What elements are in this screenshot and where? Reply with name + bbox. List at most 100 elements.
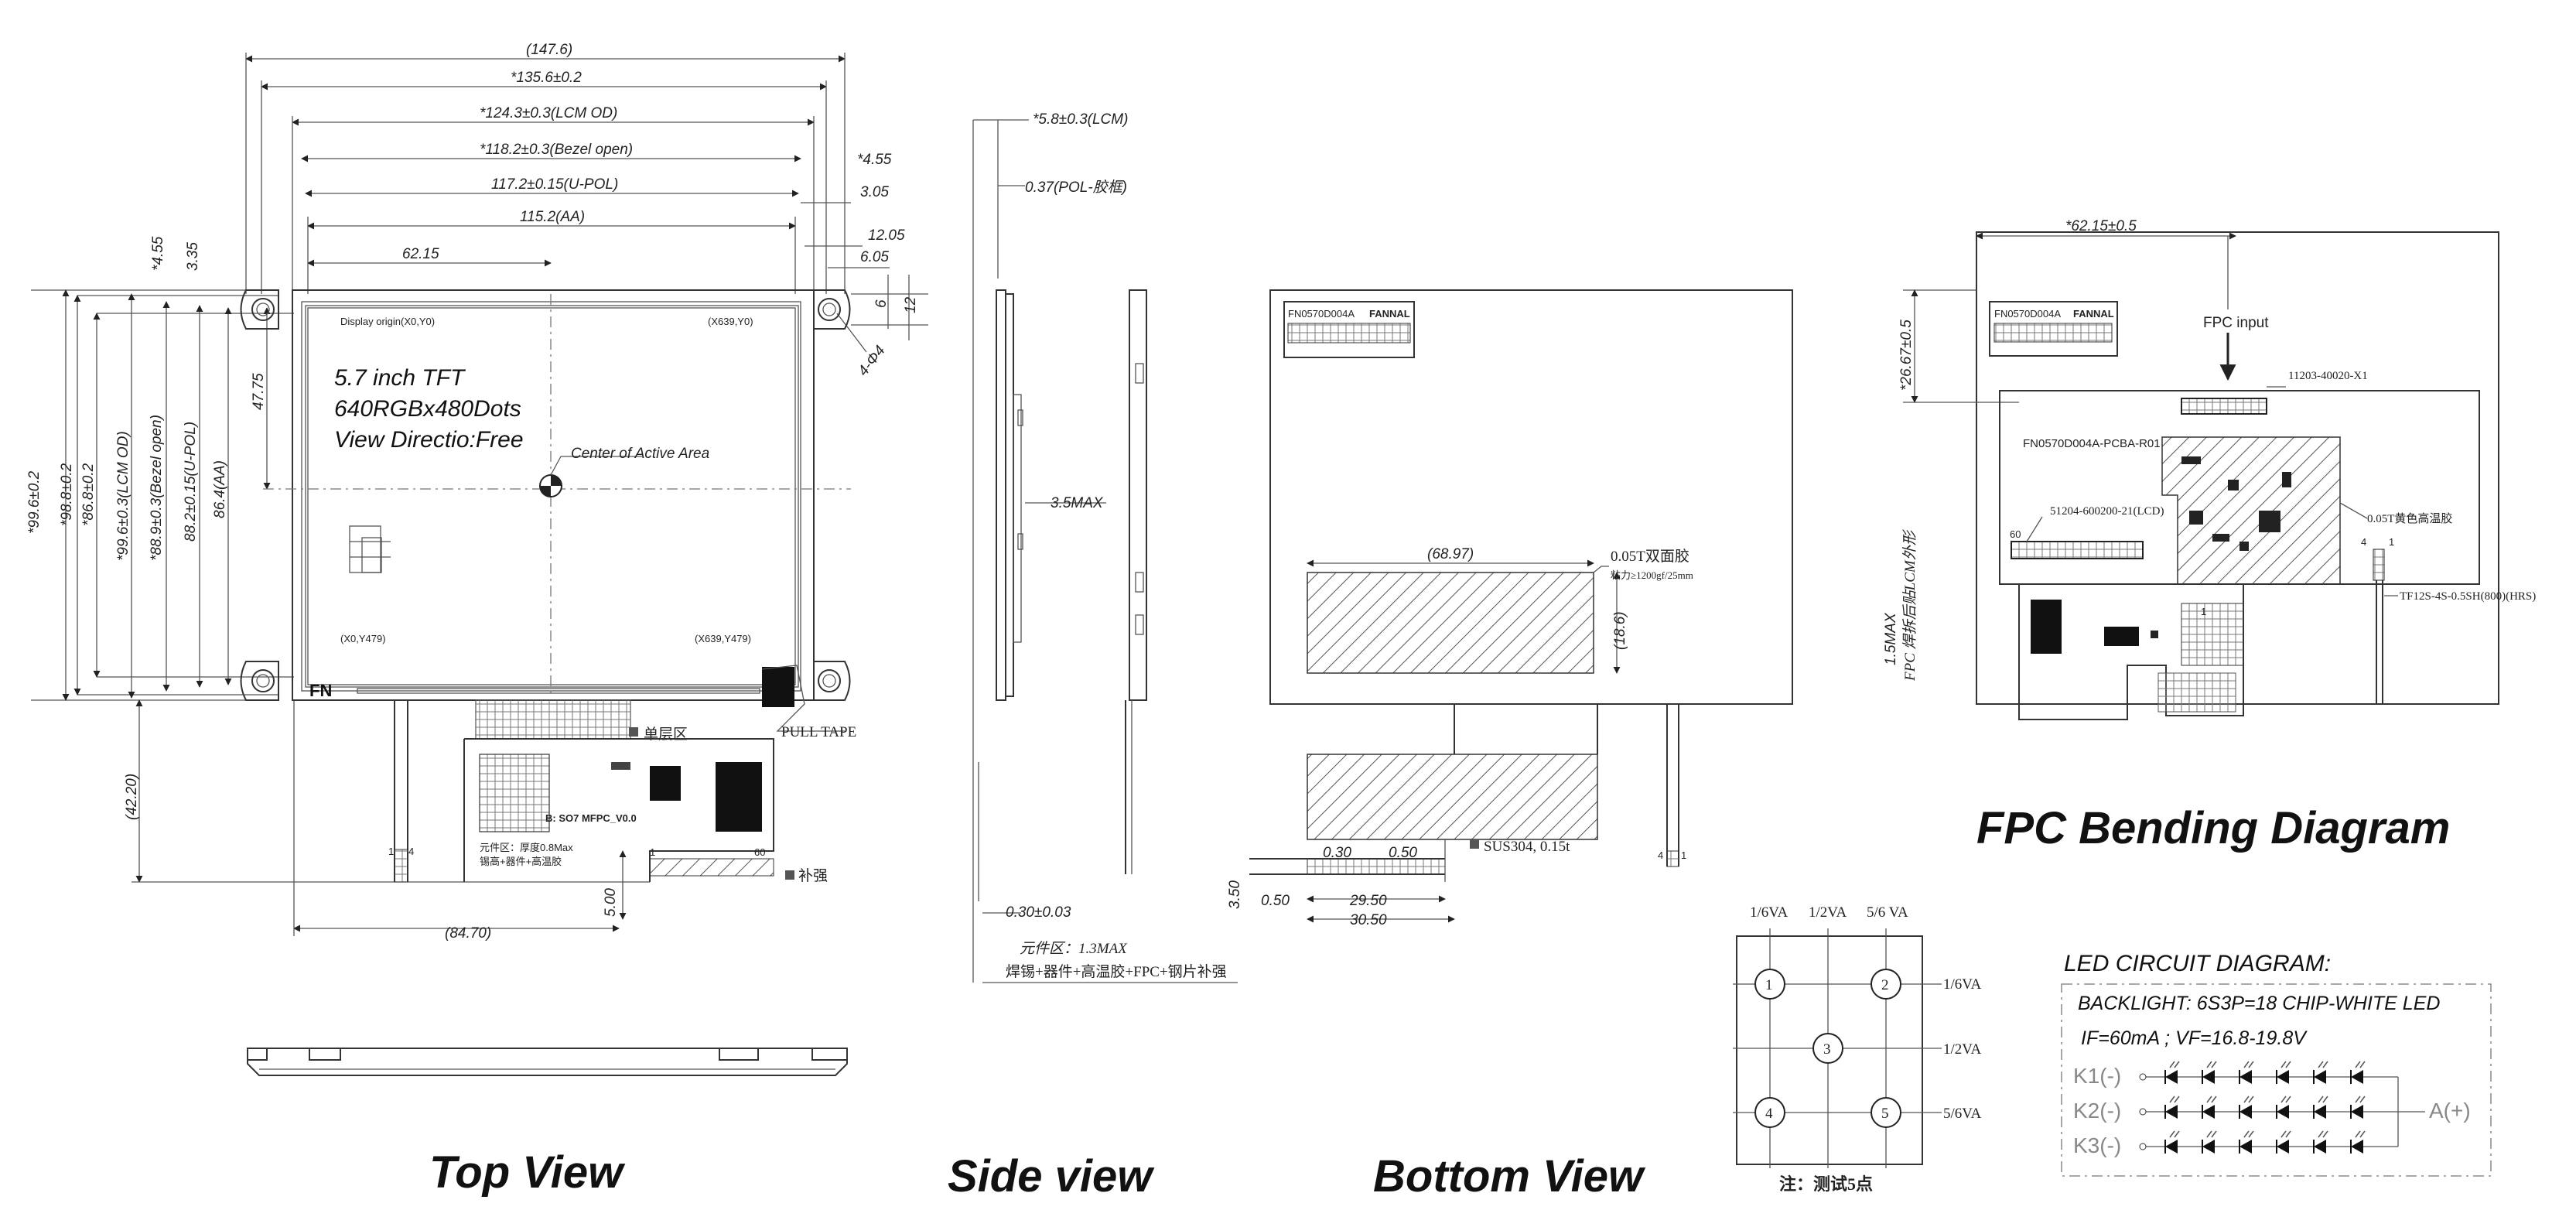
led-circuit-title: LED CIRCUIT DIAGRAM: xyxy=(2064,951,2331,976)
dim-l-4-55: *4.55 xyxy=(150,236,166,271)
dim-62-15: 62.15 xyxy=(402,246,439,262)
spec-resolution: 640RGBx480Dots xyxy=(334,396,521,422)
bottom-label-brand: FANNAL xyxy=(1369,308,1410,320)
display-origin-label: Display origin(X0,Y0) xyxy=(340,316,435,327)
test-points-note: 注：测试5点 xyxy=(1779,1174,1873,1194)
spec-size: 5.7 inch TFT xyxy=(334,365,466,391)
bottom-dim-29-50: 29.50 xyxy=(1349,893,1387,909)
fpc-tape-note: 0.05T黄色高温胶 xyxy=(2367,512,2452,525)
top-fpc-pin-1: 1 xyxy=(388,846,394,857)
fpc-dim-26-67: *26.67±0.5 xyxy=(1898,320,1915,391)
top-view-horizontal-dimensions: (147.6) *135.6±0.2 *124.3±0.3(LCM OD) *1… xyxy=(245,42,846,294)
dim-117-2: 117.2±0.15(U-POL) xyxy=(491,176,618,193)
fpc-connector-3: TF12S-4S-0.5SH(800)(HRS) xyxy=(2400,590,2536,603)
fpc-pin-4: 4 xyxy=(2361,536,2366,548)
bottom-label-model: FN0570D004A xyxy=(1288,308,1355,320)
fpc-bending-view: *62.15±0.5 *26.67±0.5 FN0570D004A FANNAL… xyxy=(1883,218,2536,853)
led-diode xyxy=(2202,1140,2215,1154)
dim-42-20: (42.20) xyxy=(124,774,140,820)
led-diode xyxy=(2165,1105,2178,1119)
bottom-dim-30-50: 30.50 xyxy=(1350,912,1387,928)
test-top-1-6: 1/6VA xyxy=(1750,904,1789,921)
bottom-dim-0-50b: 0.50 xyxy=(1261,893,1290,909)
test-top-5-6: 5/6 VA xyxy=(1867,904,1908,921)
fpc-pcba-label: FN0570D004A-PCBA-R01 xyxy=(2023,437,2161,450)
side-dim-0-30: 0.30±0.03 xyxy=(1006,904,1071,921)
dim-l-3-35: 3.35 xyxy=(185,242,201,271)
dim-118-2: *118.2±0.3(Bezel open) xyxy=(480,142,633,158)
top-fpc-pin-60: 60 xyxy=(754,846,765,858)
component-note-2: 锡高+器件+高温胶 xyxy=(480,856,562,867)
dim-84-70: (84.70) xyxy=(445,925,491,942)
test-right-1-6: 1/6VA xyxy=(1943,976,1982,993)
led-diode xyxy=(2351,1105,2363,1119)
test-right-5-6: 5/6VA xyxy=(1943,1106,1982,1122)
dim-147-6: (147.6) xyxy=(526,42,572,58)
side-dim-0-37: 0.37(POL-胶框) xyxy=(1025,179,1127,196)
sus-stiffener xyxy=(1307,754,1598,840)
top-view-right-dimensions: *4.55 3.05 12.05 6.05 6 12 4-Φ4 xyxy=(801,152,928,379)
fpc-dim-1-5: 1.5MAX xyxy=(1883,612,1899,665)
side-dim-5-8: *5.8±0.3(LCM) xyxy=(1033,111,1128,128)
led-diode xyxy=(2165,1140,2178,1154)
led-backlight-spec: BACKLIGHT: 6S3P=18 CHIP-WHITE LED xyxy=(2078,993,2440,1014)
dim-115-2: 115.2(AA) xyxy=(520,209,585,225)
bottom-dim-18-6: (18.6) xyxy=(1612,611,1628,650)
bottom-dim-0-30: 0.30 xyxy=(1323,845,1351,861)
corner-br-label: (X639,Y479) xyxy=(695,633,751,644)
side-view: *5.8±0.3(LCM) 0.37(POL-胶框) 3.5MAX 0.30±0… xyxy=(948,111,1238,1201)
dim-88-2: 88.2±0.15(U-POL) xyxy=(183,422,199,542)
bottom-view: FN0570D004A FANNAL (68.97) (18.6) 0.05T双… xyxy=(1227,289,1793,1201)
led-diode xyxy=(2239,1140,2252,1154)
dim-99-6: *99.6±0.2 xyxy=(26,470,43,534)
double-sided-tape xyxy=(1307,572,1594,674)
lcm-body: Center of Active Area Display origin(X0,… xyxy=(240,289,856,740)
dim-99-6-lcm: *99.6±0.3(LCM OD) xyxy=(115,431,132,561)
tape-note-1: 0.05T双面胶 xyxy=(1611,548,1689,565)
fn-logo: FN xyxy=(309,681,332,700)
top-fpc-pin-1b: 1 xyxy=(650,846,655,858)
dim-r-3-05: 3.05 xyxy=(860,184,889,200)
stiffener-label: 补强 xyxy=(798,867,828,884)
bottom-fpc-pin-1: 1 xyxy=(1681,849,1686,861)
fpc-label-model: FN0570D004A xyxy=(1994,308,2061,320)
spec-view-direction: View Directio:Free xyxy=(334,427,524,453)
led-k2: K2(-) xyxy=(2073,1099,2121,1123)
pull-tape-mark xyxy=(762,667,794,707)
component-note: 元件区：厚度0.8Max xyxy=(480,842,573,853)
single-layer-label: 单层区 xyxy=(644,726,688,743)
test-point-3: 3 xyxy=(1823,1041,1831,1058)
test-point-diagram: 1 2 3 4 5 1/6VA 1/2VA 5/6 VA 1/6VA 1/2VA… xyxy=(1733,904,1982,1194)
dim-hole: 4-Φ4 xyxy=(855,343,888,379)
bottom-view-title: Bottom View xyxy=(1373,1151,1646,1201)
fpc-dim-62-15: *62.15±0.5 xyxy=(2065,218,2137,234)
top-view-profile xyxy=(247,1048,848,1076)
led-strings xyxy=(2139,1061,2425,1154)
top-view-fpc: 1 4 单层区 B: SO7 MFPC_V0.0 元件区：厚度0.8Max 锡高… xyxy=(388,699,828,884)
fpc-pin-1: 1 xyxy=(2389,536,2394,548)
led-diode xyxy=(2202,1105,2215,1119)
top-fpc-pin-4: 4 xyxy=(408,846,414,857)
bottom-dim-3-50: 3.50 xyxy=(1227,880,1243,909)
led-diode xyxy=(2351,1070,2363,1084)
dim-135-6: *135.6±0.2 xyxy=(511,70,582,86)
fpc-pin-60: 60 xyxy=(2010,528,2021,540)
bottom-label: FN0570D004A FANNAL xyxy=(1283,301,1415,358)
dim-86-8: *86.8±0.2 xyxy=(80,463,97,526)
dim-47-75: 47.75 xyxy=(251,373,267,410)
top-view-title: Top View xyxy=(429,1147,626,1198)
corner-tr-label: (X639,Y0) xyxy=(708,316,753,327)
dim-r-12: 12 xyxy=(903,296,919,313)
dim-88-9: *88.9±0.3(Bezel open) xyxy=(149,415,165,561)
dim-86-4: 86.4(AA) xyxy=(212,460,228,518)
side-dim-3-5: 3.5MAX xyxy=(1051,495,1104,511)
dim-r-6: 6 xyxy=(873,299,890,308)
led-circuit-diagram: LED CIRCUIT DIAGRAM: BACKLIGHT: 6S3P=18 … xyxy=(2061,951,2492,1177)
test-top-1-2: 1/2VA xyxy=(1809,904,1847,921)
fpc-input-label: FPC input xyxy=(2203,315,2269,331)
dim-r-6-05: 6.05 xyxy=(860,249,889,265)
pull-tape-label: PULL TAPE xyxy=(781,724,856,740)
led-diode xyxy=(2314,1140,2326,1154)
test-point-1: 1 xyxy=(1765,977,1773,993)
